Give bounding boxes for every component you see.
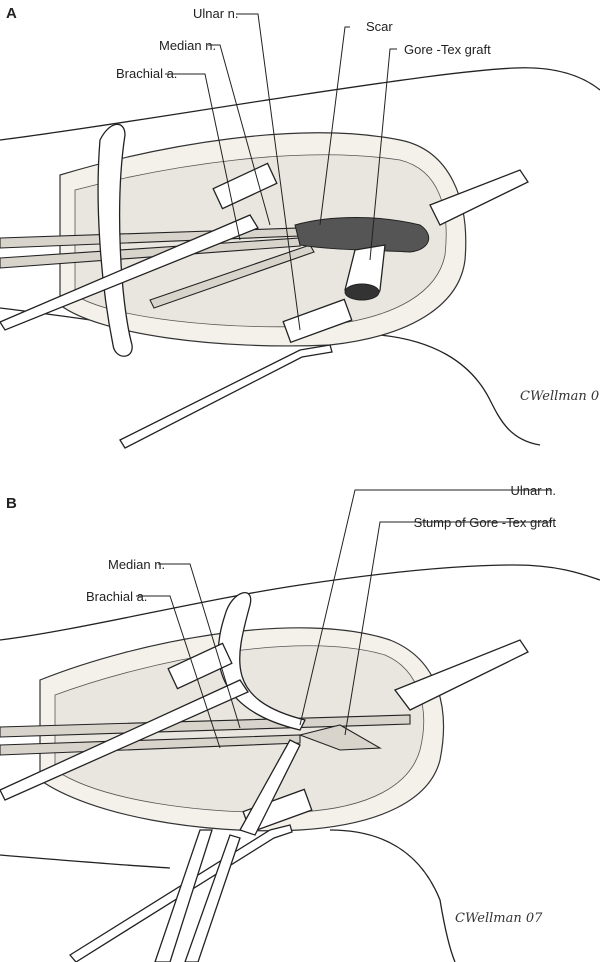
arm-upper-outline-b xyxy=(0,564,600,641)
label-brachial-a: Brachial a. xyxy=(116,66,177,81)
graft-lumen xyxy=(344,283,380,301)
signature-b: CWellman 07 xyxy=(455,911,543,926)
leader-brachial-b xyxy=(136,595,221,749)
forceps-middle-b xyxy=(184,834,241,962)
deaver-retractor-b xyxy=(393,639,529,711)
leader-stump xyxy=(344,521,552,736)
deaver-retractor-a xyxy=(429,169,529,226)
label-scar: Scar xyxy=(366,19,393,34)
arm-upper-outline xyxy=(0,67,600,141)
leader-scar xyxy=(319,26,350,226)
scar-tissue xyxy=(294,217,430,253)
label-median-b: Median n. xyxy=(108,557,165,572)
forceps-right-b xyxy=(239,739,301,836)
leader-median-a xyxy=(208,44,271,226)
leader-graft xyxy=(369,48,397,261)
rake-retractor-upper-b xyxy=(167,642,233,690)
graft-stump xyxy=(298,724,382,751)
panel-a-letter: A xyxy=(6,5,17,22)
label-brachial-b: Brachial a. xyxy=(86,589,147,604)
rake-retractor-lower-a xyxy=(282,298,353,344)
arm-lower-outline-b xyxy=(0,829,456,962)
label-stump: Stump of Gore -Tex graft xyxy=(414,515,557,530)
signature-a: CWellman 07 xyxy=(520,389,600,404)
leader-brachial-a xyxy=(165,73,241,241)
label-ulnar-b: Ulnar n. xyxy=(510,483,556,498)
label-ulnar-a: Ulnar n. xyxy=(193,6,239,21)
panel-a: A Ulnar n. Median n. Brachial a. Scar Go… xyxy=(0,5,600,449)
retractor-vertical-a xyxy=(97,123,133,357)
panel-b: B Ulnar n. Stump of Gore -Tex graft Medi… xyxy=(0,483,600,962)
ulnar-nerve-a xyxy=(149,244,315,309)
panel-b-letter: B xyxy=(6,495,17,512)
leader-median-b xyxy=(158,563,241,729)
forceps-left-b xyxy=(154,829,213,962)
retractor-handle-upper-b xyxy=(0,679,249,801)
brachial-artery-b xyxy=(0,734,301,756)
label-graft: Gore -Tex graft xyxy=(404,42,491,57)
label-median-a: Median n. xyxy=(159,38,216,53)
retractor-handle-upper-a xyxy=(0,214,259,331)
leader-ulnar-a xyxy=(236,13,301,331)
retractor-handle-lower-a xyxy=(119,344,333,449)
rake-retractor-upper-a xyxy=(212,162,278,210)
leader-ulnar-b xyxy=(299,489,552,726)
